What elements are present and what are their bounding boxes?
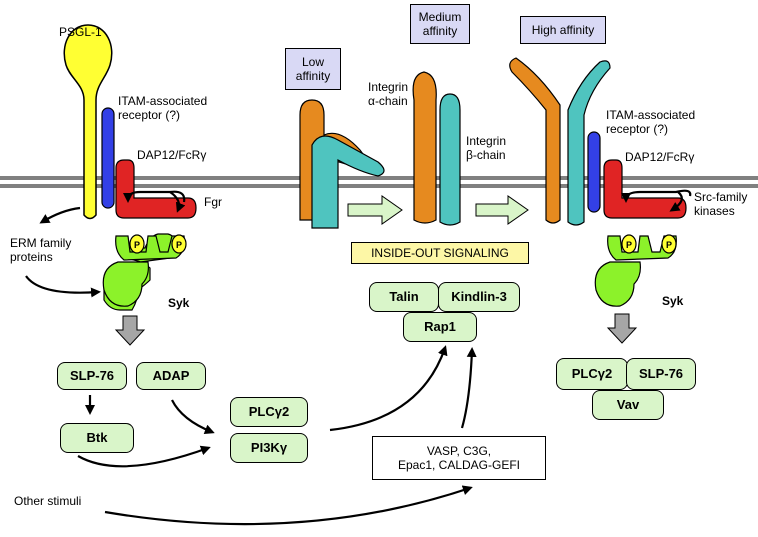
arrow-src-family [621, 189, 692, 203]
adap-box: ADAP [136, 362, 206, 390]
arrow-pi3k-to-rap1 [329, 345, 448, 432]
dap12-right [603, 159, 687, 219]
arrow-other-stimuli-to-vasp [104, 485, 473, 526]
phospho-label: P [666, 240, 672, 250]
down-arrow-right [606, 313, 638, 344]
phospho-label: P [176, 240, 182, 250]
phospho-right-2: P [661, 234, 677, 254]
psgl1-label: PSGL-1 [59, 25, 102, 39]
integrin-beta-low [311, 135, 385, 229]
signaling-arrows [25, 189, 692, 526]
phospho-label: P [134, 240, 140, 250]
itam-receptor-left-label: ITAM-associated receptor (?) [118, 94, 208, 122]
phospho-right-1: P [621, 234, 637, 254]
erm-label: ERM family proteins [10, 236, 72, 264]
arrow-erm-to-syk [25, 275, 101, 298]
transition-arrow-low-to-medium [347, 195, 403, 225]
pi3k-box: PI3Kγ [230, 433, 308, 463]
dap12-left [115, 159, 197, 219]
medium-affinity-box: Medium affinity [410, 4, 470, 44]
fgr-label: Fgr [204, 195, 222, 209]
syk-right-label: Syk [662, 294, 684, 308]
integrin-alpha-high [509, 57, 561, 224]
itam-receptor-right [587, 131, 601, 213]
inside-out-signaling-banner: INSIDE-OUT SIGNALING [351, 242, 529, 264]
phospho-left-1: P [129, 234, 145, 254]
arrow-fgr-left-2 [169, 191, 186, 213]
slp76-right-box: SLP-76 [626, 358, 696, 390]
phospho-label: P [626, 240, 632, 250]
plcg2-mid-box: PLCγ2 [230, 397, 308, 427]
integrin-alpha-medium [412, 71, 437, 224]
integrin-beta-medium [439, 93, 461, 226]
transition-arrow-medium-to-high [475, 195, 529, 225]
arrow-vasp-to-rap1 [460, 347, 477, 429]
arrow-fgr-left [123, 190, 186, 203]
high-affinity-box: High affinity [520, 16, 606, 44]
syk-right [594, 235, 677, 307]
dap12-left-label: DAP12/FcRγ [137, 148, 207, 162]
psgl1-receptor [63, 24, 113, 220]
integrin-beta-label: Integrin β-chain [466, 134, 507, 162]
low-affinity-box: Low affinity [285, 48, 341, 90]
itam-receptor-right-label: ITAM-associated receptor (?) [606, 108, 696, 136]
rap1-box: Rap1 [403, 312, 477, 342]
vasp-c3g-epac1-box: VASP, C3G, Epac1, CALDAG-GEFI [372, 436, 546, 480]
phospho-left-2: P [171, 234, 187, 254]
other-stimuli-label: Other stimuli [14, 494, 82, 508]
kindlin3-box: Kindlin-3 [438, 282, 520, 312]
dap12-right-label: DAP12/FcRγ [625, 150, 695, 164]
arrow-btk-to-plc [77, 445, 211, 468]
integrin-alpha-label: Integrin α-chain [368, 80, 409, 108]
src-family-label: Src-family kinases [694, 190, 748, 218]
btk-box: Btk [60, 423, 134, 453]
plcg2-right-box: PLCγ2 [556, 358, 628, 390]
slp76-left-box: SLP-76 [57, 362, 127, 390]
syk-left-label: Syk [168, 296, 190, 310]
itam-receptor-left [101, 107, 115, 209]
down-arrow-left [114, 315, 146, 346]
vav-box: Vav [592, 390, 664, 420]
integrin-beta-high [567, 60, 611, 226]
arrow-adap-to-plc [171, 399, 215, 435]
arrow-src-family-2 [669, 191, 683, 212]
arrow-psgl1-to-erm [39, 206, 81, 224]
talin-box: Talin [369, 282, 439, 312]
